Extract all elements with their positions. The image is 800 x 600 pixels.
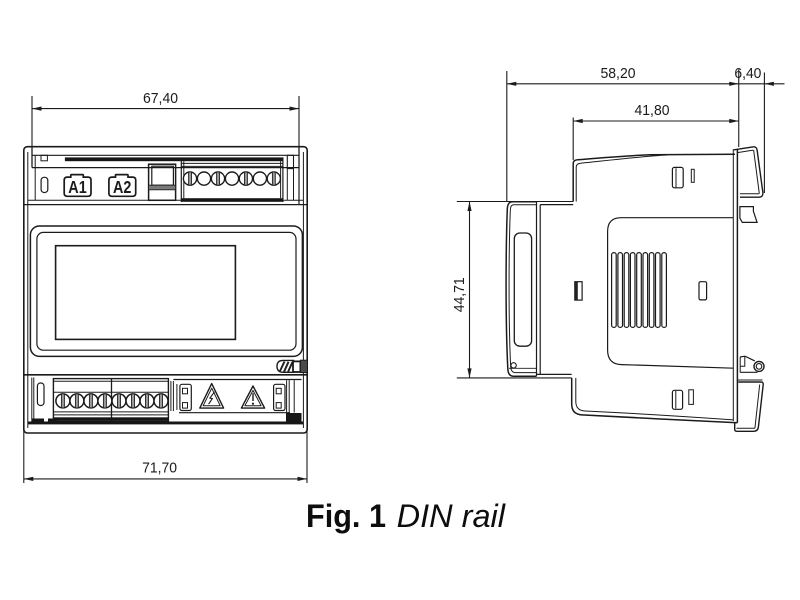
svg-text:A1: A1: [68, 178, 86, 198]
svg-text:44,71: 44,71: [451, 277, 468, 312]
svg-text:DIN rail: DIN rail: [397, 498, 506, 534]
svg-text:71,70: 71,70: [142, 460, 177, 477]
svg-text:6,40: 6,40: [734, 65, 761, 82]
svg-text:58,20: 58,20: [601, 65, 636, 82]
svg-text:Fig. 1: Fig. 1: [306, 498, 386, 534]
svg-text:67,40: 67,40: [143, 90, 178, 107]
svg-text:41,80: 41,80: [635, 102, 670, 119]
svg-text:A2: A2: [113, 178, 131, 198]
